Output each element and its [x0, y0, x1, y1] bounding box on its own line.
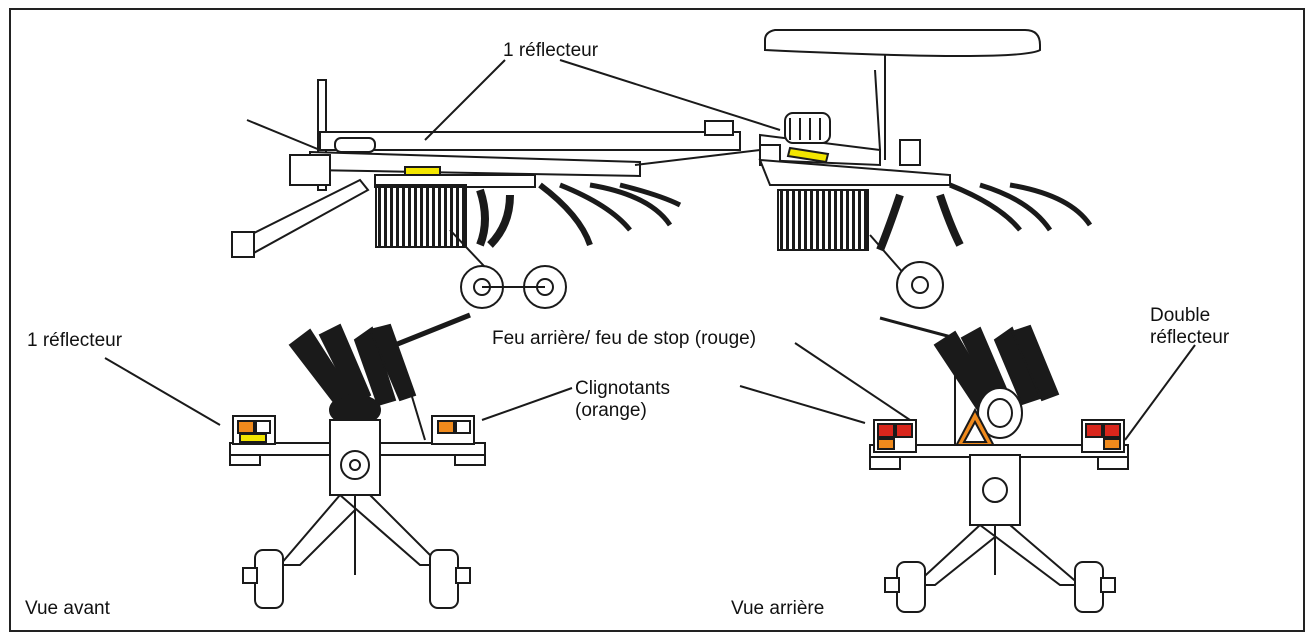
label-reflector-top-text: 1 réflecteur	[503, 40, 599, 61]
wheel	[1074, 561, 1104, 613]
leader-stop-lower	[739, 385, 866, 424]
label-tail-stop-light-text: Feu arrière/ feu de stop (rouge)	[492, 328, 757, 349]
label-rear-view-text: Vue arrière	[731, 598, 825, 619]
label-reflector-left: 1 réflecteur	[27, 330, 122, 352]
label-double-reflector-line2: réflecteur	[1150, 327, 1230, 348]
side-reflector-left	[404, 166, 441, 176]
leader-double-reflector	[1124, 344, 1196, 441]
label-indicators-line2: (orange)	[575, 400, 647, 421]
diagram-frame	[9, 8, 1305, 632]
right-rotor-tines	[777, 189, 869, 251]
drawbar	[238, 178, 370, 257]
label-tail-stop-light: Feu arrière/ feu de stop (rouge)	[492, 328, 756, 350]
side-reflector-right	[786, 146, 830, 164]
leader-lines	[104, 59, 1196, 441]
front-view-machine	[229, 312, 486, 609]
label-indicators-line1: Clignotants	[575, 378, 671, 399]
label-reflector-left-text: 1 réflecteur	[27, 330, 123, 351]
wheel	[429, 549, 459, 609]
leader-stop-upper	[794, 342, 911, 421]
label-front-view-text: Vue avant	[25, 598, 110, 619]
label-reflector-top: 1 réflecteur	[503, 40, 598, 62]
leader-reflector-left	[104, 357, 221, 426]
wheel	[254, 549, 284, 609]
leader-reflector-top-right	[559, 59, 781, 131]
label-double-reflector: Double réflecteur	[1150, 305, 1229, 349]
wheel	[896, 561, 926, 613]
leader-reflector-top-left	[424, 59, 506, 141]
label-double-reflector-line1: Double	[1150, 305, 1211, 326]
spare-wheel-rear	[977, 387, 1023, 439]
left-rotor-tines	[375, 184, 467, 248]
label-indicators: Clignotants (orange)	[575, 378, 670, 422]
wheel	[896, 261, 944, 309]
main-beam	[319, 131, 741, 151]
leader-indicators	[481, 387, 573, 421]
canopy	[764, 29, 1041, 57]
side-view	[231, 29, 1093, 309]
label-rear-view: Vue arrière	[731, 598, 824, 620]
label-front-view: Vue avant	[25, 598, 110, 620]
rear-view-machine	[869, 316, 1129, 613]
spare-wheel	[784, 112, 831, 144]
